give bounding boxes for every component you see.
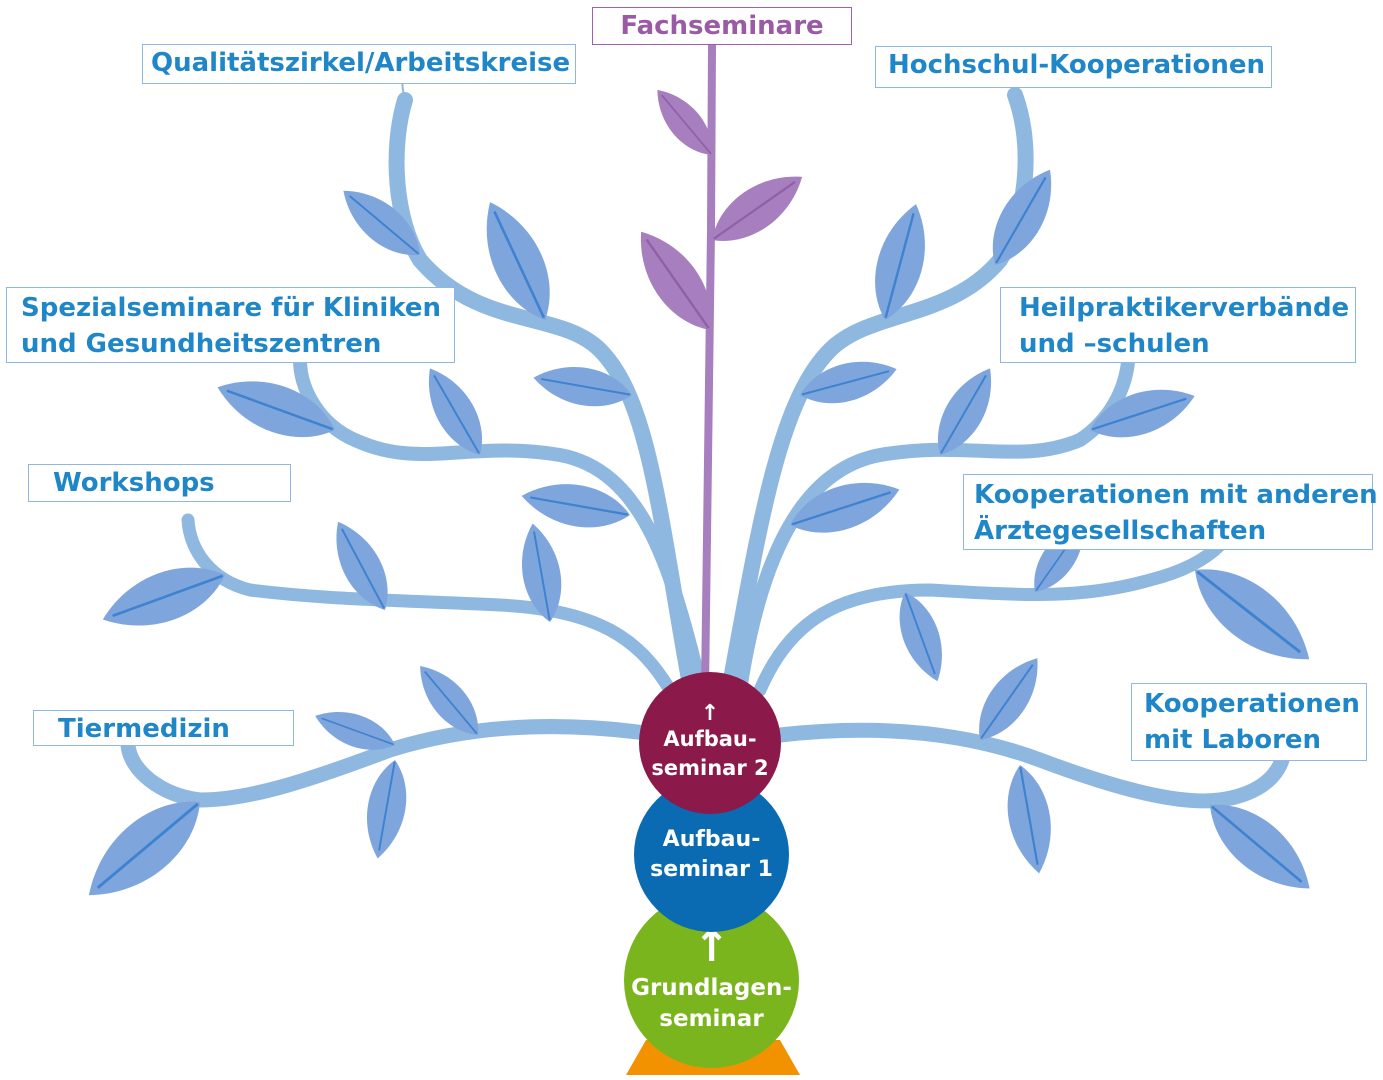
stem-fachseminare [701,41,716,694]
circle-aufbauseminar-2: ↑ Aufbau- seminar 2 [639,672,781,814]
label-laboren: Kooperationen mit Laboren [1131,683,1367,761]
label-hochschul-kooperationen: Hochschul-Kooperationen [875,46,1272,88]
label-qualitaetszirkel: Qualitätszirkel/Arbeitskreise [142,44,576,84]
label-workshops: Workshops [28,464,291,502]
branch-tiermedizin [120,719,668,808]
branch-workshops [181,513,677,697]
label-heilpraktiker: Heilpraktikerverbände und –schulen [1000,287,1356,363]
label-tiermedizin: Tiermedizin [33,710,294,746]
branch-aerzte [753,538,1227,697]
branch-qualitaet [388,92,698,693]
label-fachseminare: Fachseminare [592,7,852,45]
label-aerztegesellschaften: Kooperationen mit anderen Ärztegesellsch… [963,474,1378,550]
circle-aufbauseminar-1: Aufbau- seminar 1 [634,777,789,932]
purple-leaves [621,78,816,345]
branch-labore [772,722,1290,809]
label-spezialseminare: Spezialseminare für Kliniken und Gesundh… [6,287,455,363]
